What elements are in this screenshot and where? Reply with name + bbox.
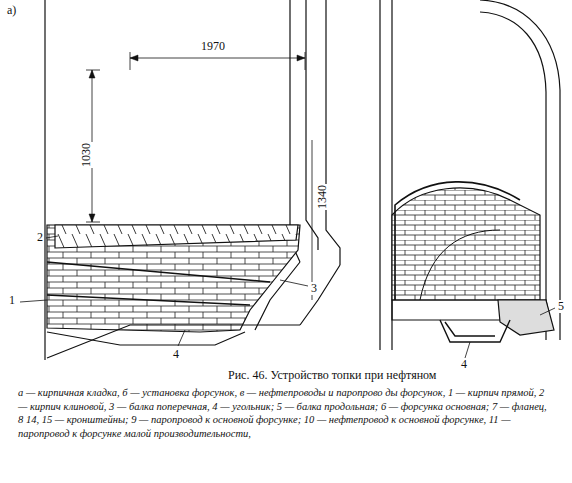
figure-title: Рис. 46. Устройство топки при нефтяном	[228, 368, 436, 383]
dimension: 1030	[80, 142, 93, 168]
callout-number: 2	[36, 231, 44, 244]
callout-number: 4	[172, 348, 180, 361]
view-letter: а)	[6, 4, 17, 17]
dimension: 1340	[316, 184, 329, 210]
figure-caption: а — кирпичная кладка, б — установка форс…	[18, 386, 554, 440]
callout-number: 5	[557, 300, 565, 313]
callout-number: 3	[310, 282, 318, 295]
callout-number: 1	[8, 294, 16, 307]
callout-number: 4	[460, 358, 468, 371]
dimension: 1970	[200, 40, 226, 53]
